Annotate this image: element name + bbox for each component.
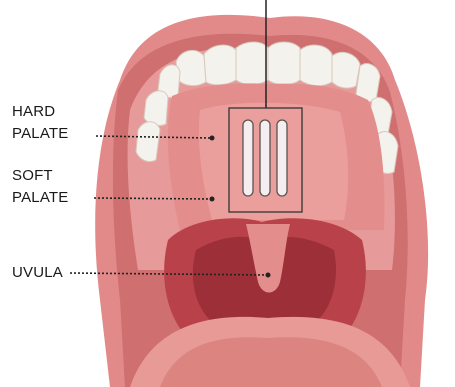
- hard-palate-dot: [210, 136, 215, 141]
- soft-palate-label-line2: PALATE: [12, 188, 69, 208]
- uvula-label: UVULA: [12, 263, 63, 283]
- soft-palate-label-line1: SOFT: [12, 166, 53, 186]
- implant-rods: [243, 120, 287, 196]
- palate-highlight: [199, 103, 348, 220]
- hard-palate-label-line1: HARD: [12, 102, 55, 122]
- uvula-dot: [266, 273, 271, 278]
- soft-palate-dot: [210, 197, 215, 202]
- hard-palate-label-line2: PALATE: [12, 124, 69, 144]
